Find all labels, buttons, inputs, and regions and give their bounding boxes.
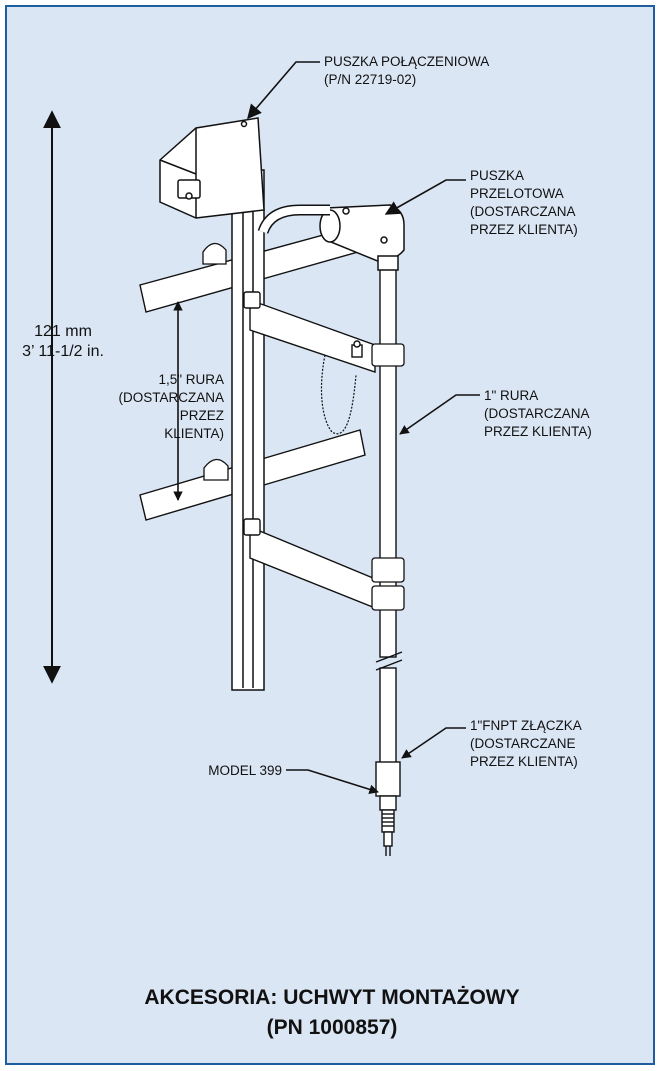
junction-box-label-line2: (P/N 22719-02): [324, 72, 416, 87]
vertical-strut: [231, 169, 265, 691]
pipe-1-inch-drawing: [375, 266, 403, 769]
leader-lines: [247, 61, 480, 794]
fitting-label-line2: (DOSTARCZANE: [470, 736, 576, 751]
diagram-panel: [5, 5, 655, 1065]
pass-box-label-line2: PRZELOTOWA: [470, 186, 564, 201]
support-arms: [243, 291, 386, 614]
junction-box-drawing: [159, 117, 265, 219]
fitting-label-line3: PRZEZ KLIENTA): [470, 754, 578, 769]
pass-box-label-line3: (DOSTARCZANA: [470, 204, 576, 219]
u-clamps: [371, 343, 405, 611]
pipe-1-5-label-line3: PRZEZ: [180, 408, 224, 423]
caption-part-number: (PN 1000857): [267, 1016, 398, 1039]
chain: [320, 354, 357, 435]
pipe-1-label-line2: (DOSTARCZANA: [484, 406, 590, 421]
pass-box-label-line4: PRZEZ KLIENTA): [470, 222, 578, 237]
pipe-1-label-line3: PRZEZ KLIENTA): [484, 424, 592, 439]
overall-height-imperial: 3’ 11-1/2 in.: [22, 343, 104, 360]
junction-box-label-line1: PUSZKA POŁĄCZENIOWA: [324, 54, 489, 69]
model-label: MODEL 399: [208, 763, 282, 778]
pass-box-label-line1: PUSZKA: [470, 168, 524, 183]
pipe-1-5-label-line4: KLIENTA): [164, 426, 224, 441]
overall-height-metric: 121 mm: [34, 323, 92, 340]
pipe-1-5-label-line1: 1,5" RURA: [158, 372, 224, 387]
pipe-1-5-label-line2: (DOSTARCZANA: [118, 390, 224, 405]
pipe-1-label-line1: 1" RURA: [484, 388, 538, 403]
pipe-clamps: [202, 242, 229, 481]
caption-title: AKCESORIA: UCHWYT MONTAŻOWY: [144, 986, 519, 1009]
model-399-sensor-drawing: [375, 761, 401, 856]
pass-through-box-drawing: [319, 204, 405, 271]
fitting-label-line1: 1"FNPT ZŁĄCZKA: [470, 718, 582, 733]
